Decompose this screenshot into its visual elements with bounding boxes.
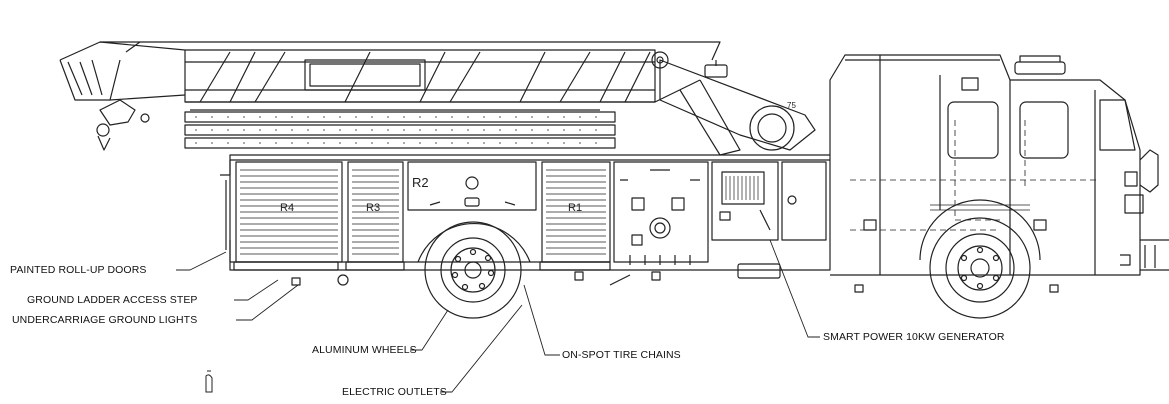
ladder-angle-mark: 75 — [787, 101, 796, 110]
compartment-label-r4: R4 — [280, 202, 294, 214]
compartment-label-r1: R1 — [568, 202, 582, 214]
callout-painted-roll-up-doors: PAINTED ROLL-UP DOORS — [10, 264, 147, 276]
callout-on-spot-tire-chains: ON-SPOT TIRE CHAINS — [562, 349, 681, 361]
callout-aluminum-wheels: ALUMINUM WHEELS — [312, 344, 417, 356]
compartment-label-r3: R3 — [366, 202, 380, 214]
leader-lines — [176, 239, 820, 393]
callout-electric-outlets: ELECTRIC OUTLETS — [342, 386, 447, 398]
callout-smart-power-generator: SMART POWER 10KW GENERATOR — [823, 331, 1005, 343]
compartment-label-r2: R2 — [412, 175, 429, 190]
callout-ground-ladder-access-step: GROUND LADDER ACCESS STEP — [27, 294, 198, 306]
aerial-ladder — [59, 41, 816, 156]
cab — [829, 54, 1169, 276]
front-wheel — [929, 217, 1031, 319]
apparatus-body — [220, 154, 1059, 293]
rear-wheel — [417, 221, 531, 319]
callout-undercarriage-ground-lights: UNDERCARRIAGE GROUND LIGHTS — [12, 314, 198, 326]
fire-extinguisher-icon — [205, 370, 213, 393]
